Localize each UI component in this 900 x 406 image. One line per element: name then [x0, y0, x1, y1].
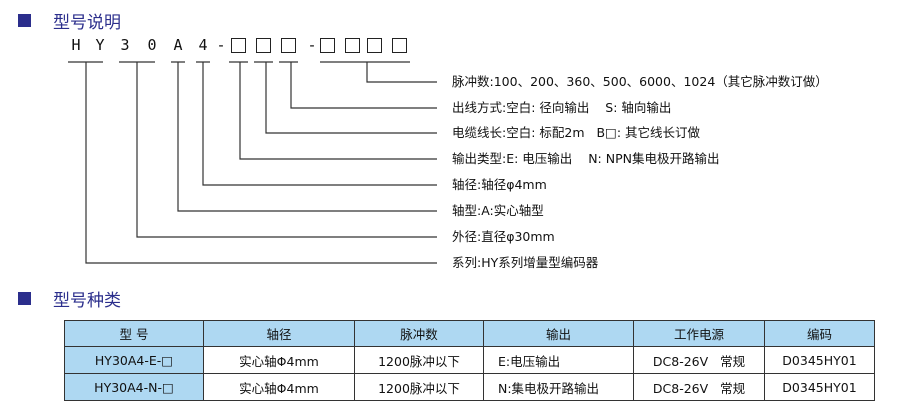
desc-shaft-diameter: 轴径:轴径φ4mm — [452, 177, 547, 192]
cell-code: D0345HY01 — [764, 346, 875, 374]
table-row: HY30A4-N-□ 实心轴Φ4mm 1200脉冲以下 N:集电极开路输出 DC… — [64, 373, 875, 401]
code-box — [367, 38, 382, 53]
header-output: 输出 — [483, 320, 634, 347]
cell-power: DC8-26V 常规 — [633, 346, 765, 374]
code-box — [345, 38, 360, 53]
cell-power: DC8-26V 常规 — [633, 373, 765, 401]
section-model-description: 型号说明 — [18, 8, 121, 33]
code-char: Y — [95, 36, 105, 54]
cell-pulses: 1200脉冲以下 — [354, 346, 484, 374]
code-char: 3 — [120, 36, 130, 54]
code-char: A — [173, 36, 183, 54]
cell-model: HY30A4-N-□ — [64, 373, 204, 401]
square-bullet-icon — [18, 292, 31, 305]
header-code: 编码 — [764, 320, 875, 347]
cell-model: HY30A4-E-□ — [64, 346, 204, 374]
cell-output: N:集电极开路输出 — [483, 373, 634, 401]
code-char: 0 — [147, 36, 157, 54]
header-model: 型 号 — [64, 320, 204, 347]
code-char: H — [71, 36, 81, 54]
square-bullet-icon — [18, 14, 31, 27]
header-power: 工作电源 — [633, 320, 765, 347]
table-header-row: 型 号 轴径 脉冲数 输出 工作电源 编码 — [64, 320, 875, 347]
desc-cable-length: 电缆线长:空白: 标配2m B□: 其它线长订做 — [452, 125, 701, 140]
desc-shaft-type: 轴型:A:实心轴型 — [452, 203, 544, 218]
desc-series: 系列:HY系列增量型编码器 — [452, 255, 599, 270]
code-box — [392, 38, 407, 53]
section-model-types: 型号种类 — [18, 286, 121, 311]
code-box — [281, 38, 296, 53]
desc-pulse-count: 脉冲数:100、200、360、500、6000、1024（其它脉冲数订做） — [452, 74, 828, 89]
section-title: 型号种类 — [53, 291, 121, 311]
desc-output-type: 输出类型:E: 电压输出 N: NPN集电极开路输出 — [452, 151, 720, 166]
code-char: 4 — [198, 36, 208, 54]
cell-pulses: 1200脉冲以下 — [354, 373, 484, 401]
code-box — [231, 38, 246, 53]
cell-shaft: 实心轴Φ4mm — [203, 346, 355, 374]
desc-outlet-mode: 出线方式:空白: 径向输出 S: 轴向输出 — [452, 100, 672, 115]
table-row: HY30A4-E-□ 实心轴Φ4mm 1200脉冲以下 E:电压输出 DC8-2… — [64, 346, 875, 374]
section-title: 型号说明 — [53, 13, 121, 33]
model-table: 型 号 轴径 脉冲数 输出 工作电源 编码 HY30A4-E-□ 实心轴Φ4mm… — [64, 320, 875, 401]
header-shaft: 轴径 — [203, 320, 355, 347]
code-box — [320, 38, 335, 53]
leader-lines — [68, 61, 437, 264]
code-dash: - — [307, 36, 317, 54]
cell-code: D0345HY01 — [764, 373, 875, 401]
header-pulses: 脉冲数 — [354, 320, 484, 347]
cell-output: E:电压输出 — [483, 346, 634, 374]
code-box — [256, 38, 271, 53]
code-dash: - — [216, 36, 226, 54]
cell-shaft: 实心轴Φ4mm — [203, 373, 355, 401]
desc-outer-diameter: 外径:直径φ30mm — [452, 229, 555, 244]
